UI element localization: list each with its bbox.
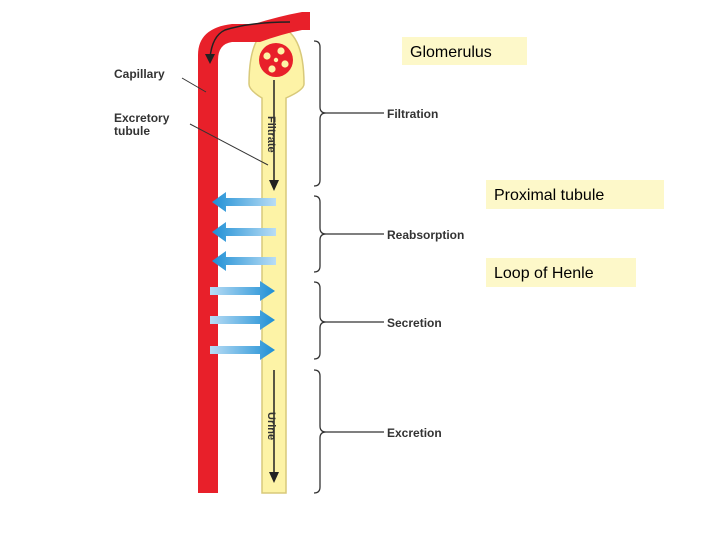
capillary-leader-line [181,77,207,93]
reabsorption-bracket [313,195,327,273]
tubule-label: tubule [114,124,150,138]
filtrate-label: Filtrate [265,116,277,153]
excretory-label: Excretory [114,111,170,125]
process-brackets [313,40,327,494]
process-connectors [326,112,384,433]
glomerulus-callout: Glomerulus [402,37,527,65]
capillary-label: Capillary [114,67,165,81]
filtrate-flow-arrow [269,80,279,483]
proximal-tubule-callout: Proximal tubule [486,180,664,209]
glomerulus-knot [259,43,293,77]
reabsorption-arrows [212,192,276,271]
excretion-bracket [313,369,327,494]
secretion-label: Secretion [387,316,442,330]
urine-label: Urine [265,412,277,440]
secretion-bracket [313,281,327,360]
loop-of-henle-callout: Loop of Henle [486,258,636,287]
excretory-tubule-leader-line [189,123,269,166]
reabsorption-label: Reabsorption [387,228,464,242]
filtration-label: Filtration [387,107,438,121]
excretion-label: Excretion [387,426,442,440]
secretion-arrows [210,281,275,360]
filtration-bracket [313,40,327,187]
capillary-vessel [198,12,310,493]
